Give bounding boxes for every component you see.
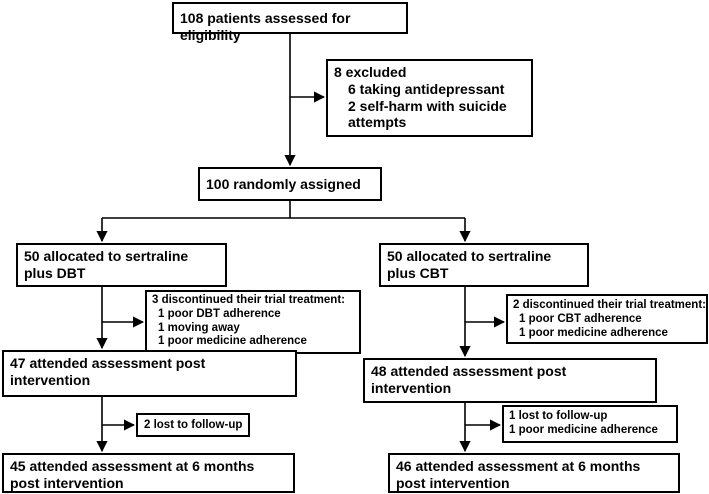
- dbt-post-text: 47 attended assessment post intervention: [10, 355, 206, 388]
- cbt-discontinued-box: 2 discontinued their trial treatment: 1 …: [506, 294, 708, 344]
- cbt-lost-item: 1 poor medicine adherence: [509, 423, 658, 436]
- cbt-six-months-box: 46 attended assessment at 6 months post …: [388, 453, 680, 493]
- excluded-box: 8 excluded 6 taking antidepressant 2 sel…: [326, 59, 533, 137]
- dbt-discontinued-item: 1 poor DBT adherence: [158, 307, 281, 320]
- excluded-title: 8 excluded: [334, 64, 407, 80]
- dbt-discontinued-title: 3 discontinued their trial treatment:: [152, 294, 345, 306]
- dbt-lost-text: 2 lost to follow-up: [144, 419, 243, 431]
- cbt-lost-item: 1 lost to follow-up: [509, 410, 608, 422]
- randomized-box: 100 randomly assigned: [198, 167, 382, 201]
- dbt-six-months-box: 45 attended assessment at 6 months post …: [2, 453, 295, 493]
- excluded-item: 2 self-harm with suicide attempts: [348, 97, 507, 131]
- cbt-post-box: 48 attended assessment post intervention: [363, 358, 657, 403]
- cbt-discontinued-item: 1 poor medicine adherence: [519, 326, 668, 339]
- excluded-item: 6 taking antidepressant: [348, 80, 505, 97]
- eligibility-text: 108 patients assessed for eligibility: [180, 10, 351, 43]
- randomized-text: 100 randomly assigned: [206, 176, 361, 192]
- dbt-allocated-box: 50 allocated to sertraline plus DBT: [16, 243, 227, 287]
- eligibility-box: 108 patients assessed for eligibility: [172, 2, 408, 43]
- cbt-discontinued-item: 1 poor CBT adherence: [519, 312, 642, 325]
- dbt-discontinued-item: 1 poor medicine adherence: [158, 335, 307, 348]
- cbt-discontinued-title: 2 discontinued their trial treatment:: [513, 299, 706, 311]
- cbt-post-text: 48 attended assessment post intervention: [371, 363, 567, 396]
- cbt-six-months-text: 46 attended assessment at 6 months post …: [396, 458, 641, 491]
- dbt-allocated-text: 50 allocated to sertraline plus DBT: [24, 248, 189, 281]
- dbt-discontinued-item: 1 moving away: [158, 321, 240, 334]
- cbt-lost-box: 1 lost to follow-up 1 poor medicine adhe…: [502, 405, 678, 443]
- cbt-allocated-box: 50 allocated to sertraline plus CBT: [379, 243, 589, 287]
- dbt-lost-box: 2 lost to follow-up: [136, 413, 250, 437]
- cbt-allocated-text: 50 allocated to sertraline plus CBT: [387, 248, 552, 281]
- dbt-six-months-text: 45 attended assessment at 6 months post …: [10, 458, 255, 491]
- dbt-discontinued-box: 3 discontinued their trial treatment: 1 …: [145, 290, 361, 354]
- dbt-post-box: 47 attended assessment post intervention: [2, 350, 297, 397]
